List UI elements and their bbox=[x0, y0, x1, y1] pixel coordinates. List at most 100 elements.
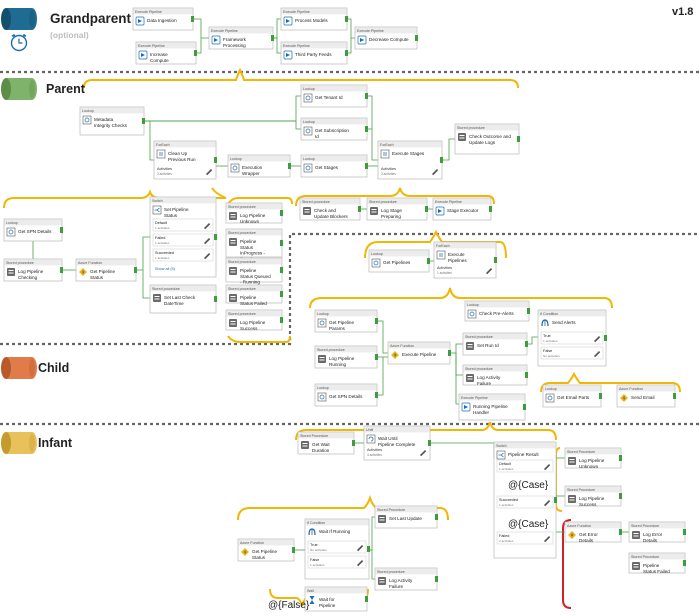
output-handle[interactable] bbox=[517, 136, 520, 142]
output-handle[interactable] bbox=[365, 126, 368, 132]
output-handle[interactable] bbox=[619, 529, 622, 535]
edit-pencil-icon[interactable] bbox=[420, 450, 427, 457]
output-handle[interactable] bbox=[435, 514, 438, 520]
output-handle[interactable] bbox=[345, 50, 348, 56]
output-handle[interactable] bbox=[375, 354, 378, 360]
output-handle[interactable] bbox=[523, 404, 526, 410]
output-handle[interactable] bbox=[280, 291, 283, 297]
output-handle[interactable] bbox=[367, 546, 370, 552]
edit-pencil-icon[interactable] bbox=[357, 560, 364, 567]
output-handle[interactable] bbox=[440, 157, 443, 163]
output-handle[interactable] bbox=[448, 350, 451, 356]
output-handle[interactable] bbox=[60, 267, 63, 273]
output-handle[interactable] bbox=[292, 547, 295, 553]
output-handle[interactable] bbox=[280, 210, 283, 216]
edit-pencil-icon[interactable] bbox=[544, 464, 551, 471]
output-handle[interactable] bbox=[365, 163, 368, 169]
output-handle[interactable] bbox=[365, 596, 368, 602]
output-handle[interactable] bbox=[619, 493, 622, 499]
output-handle[interactable] bbox=[599, 393, 602, 399]
output-handle[interactable] bbox=[358, 206, 361, 212]
output-handle[interactable] bbox=[214, 296, 217, 302]
show-all-link[interactable]: Show all (5) bbox=[155, 267, 176, 271]
edit-pencil-icon[interactable] bbox=[544, 536, 551, 543]
output-handle[interactable] bbox=[142, 118, 145, 124]
output-handle[interactable] bbox=[525, 341, 528, 347]
output-handle[interactable] bbox=[619, 455, 622, 461]
output-handle[interactable] bbox=[525, 372, 528, 378]
edit-pencil-icon[interactable] bbox=[204, 223, 211, 230]
output-handle[interactable] bbox=[365, 93, 368, 99]
output-handle[interactable] bbox=[527, 308, 530, 314]
edit-pencil-icon[interactable] bbox=[357, 545, 364, 552]
edit-pencil-icon[interactable] bbox=[486, 268, 493, 275]
output-handle[interactable] bbox=[683, 560, 686, 566]
output-handle[interactable] bbox=[415, 35, 418, 41]
edit-pencil-icon[interactable] bbox=[544, 500, 551, 507]
output-handle[interactable] bbox=[435, 576, 438, 582]
output-handle[interactable] bbox=[345, 16, 348, 22]
output-handle[interactable] bbox=[425, 206, 428, 212]
output-handle[interactable] bbox=[489, 206, 492, 212]
output-handle[interactable] bbox=[191, 16, 194, 22]
output-handle[interactable] bbox=[280, 240, 283, 246]
output-handle[interactable] bbox=[428, 440, 431, 446]
output-handle[interactable] bbox=[375, 392, 378, 398]
output-handle[interactable] bbox=[683, 529, 686, 535]
edit-pencil-icon[interactable] bbox=[594, 351, 601, 358]
output-handle[interactable] bbox=[194, 50, 197, 56]
edit-pencil-icon[interactable] bbox=[204, 253, 211, 260]
edit-pencil-icon[interactable] bbox=[594, 336, 601, 343]
edit-pencil-icon[interactable] bbox=[204, 238, 211, 245]
output-handle[interactable] bbox=[280, 267, 283, 273]
output-handle[interactable] bbox=[494, 257, 497, 263]
